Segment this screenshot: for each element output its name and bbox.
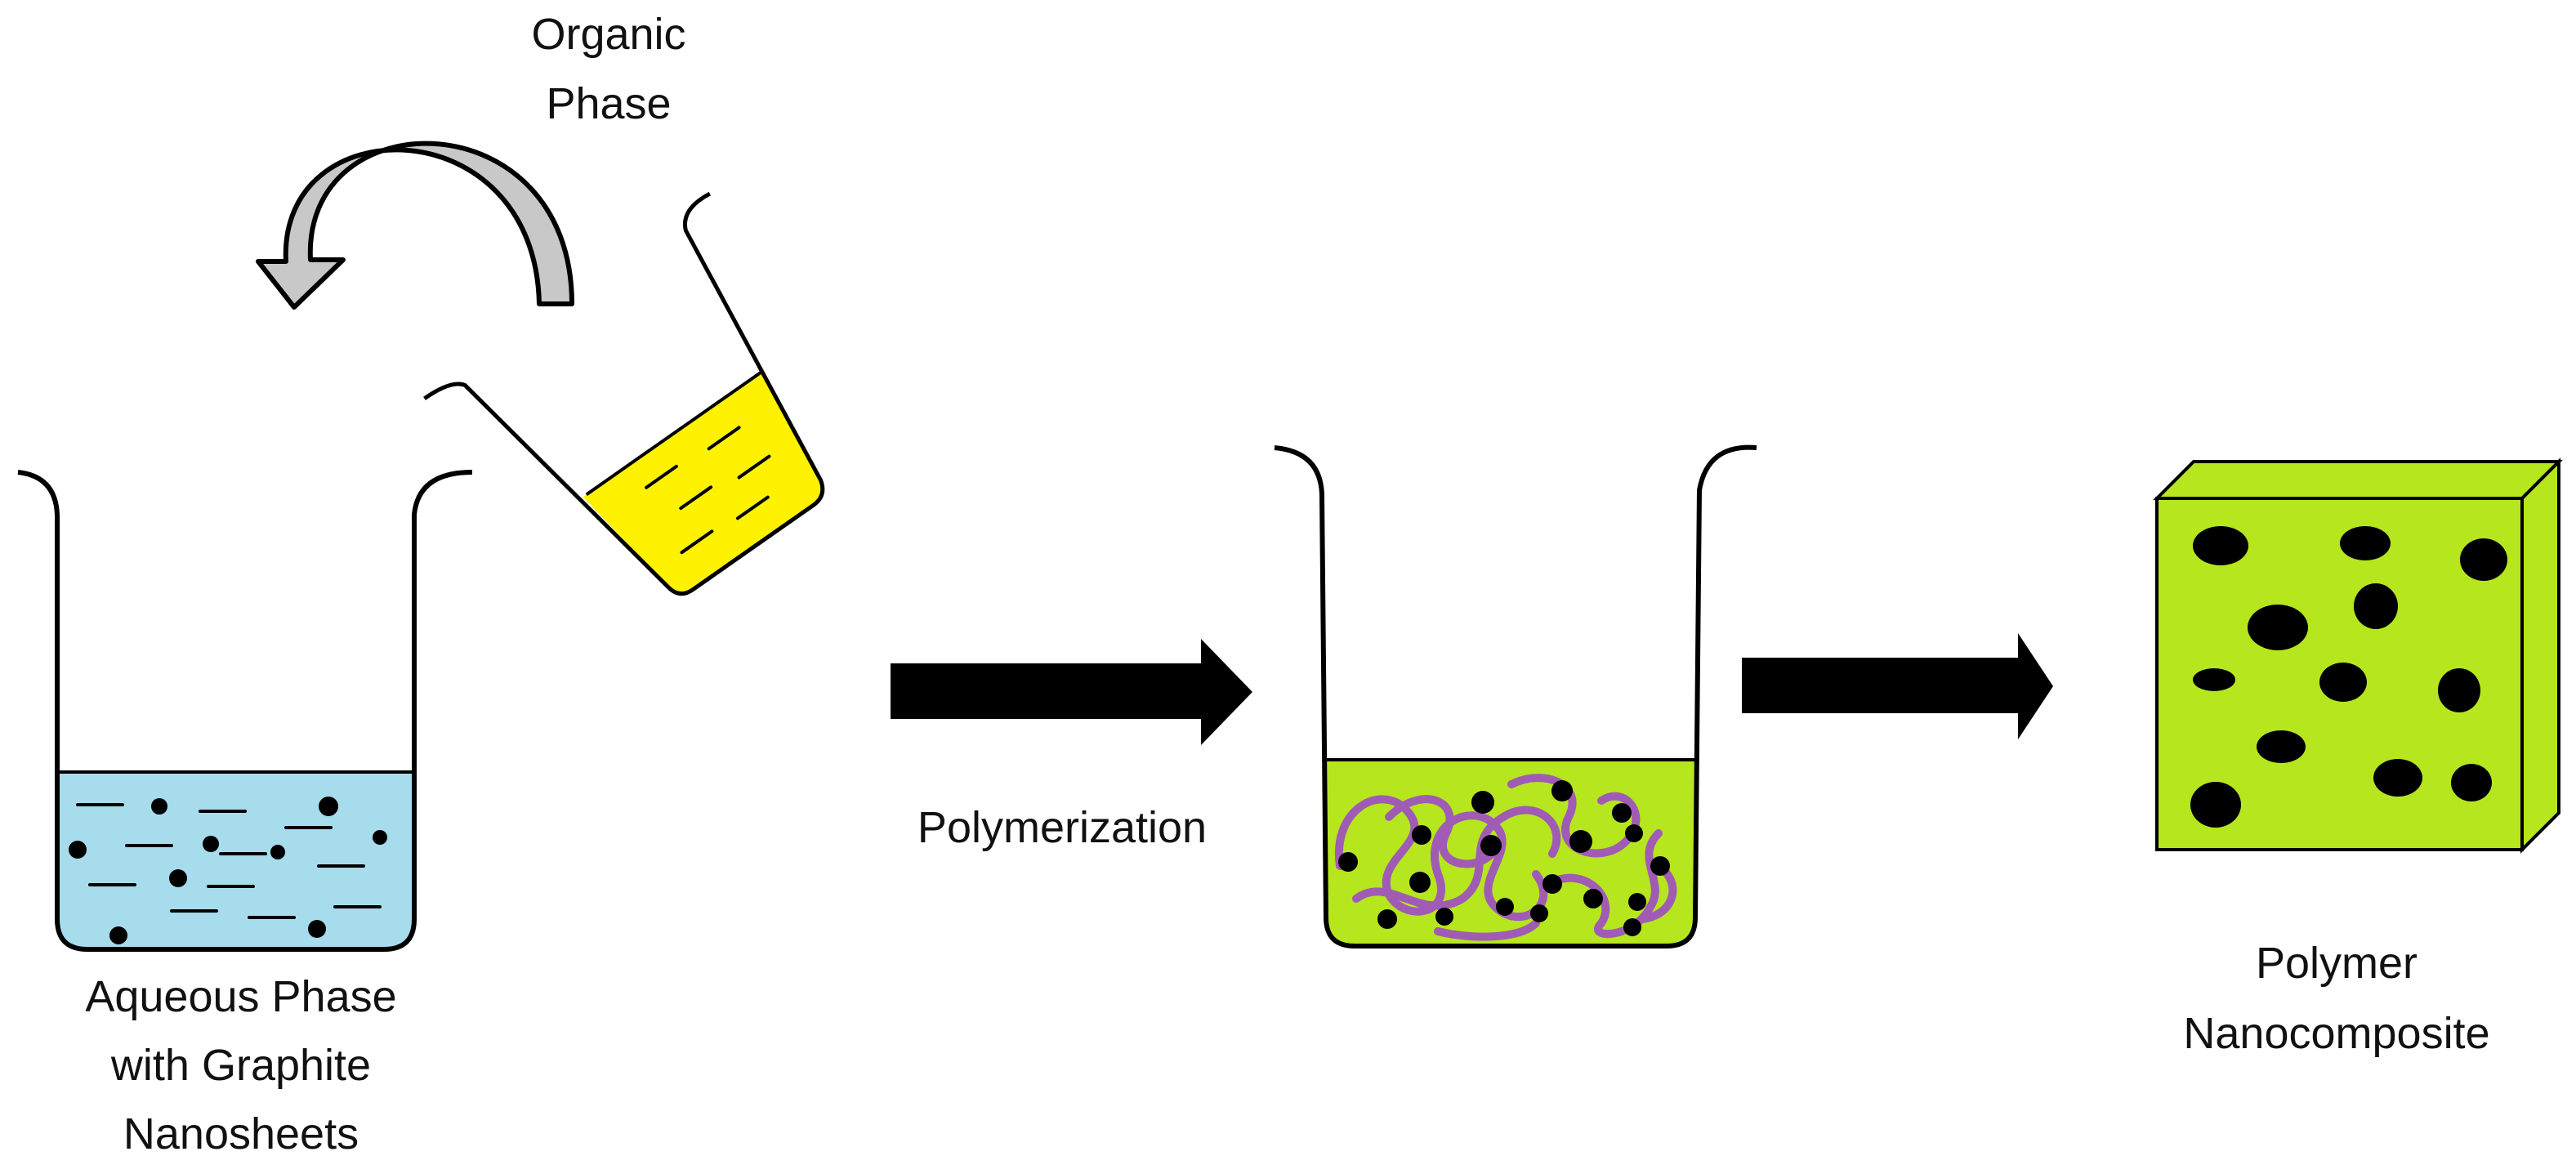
pouring-beaker-outline — [423, 191, 825, 596]
process-arrow-2 — [1742, 633, 2053, 739]
nanoparticles — [1338, 780, 1670, 936]
aqueous-beaker-outline — [17, 470, 473, 952]
svg-text:Nanosheets: Nanosheets — [123, 1109, 359, 1158]
svg-text:Aqueous Phase: Aqueous Phase — [85, 972, 396, 1021]
aqueous-phase-label: Aqueous Phase with Graphite Nanosheets — [85, 972, 396, 1158]
polymerization-label: Polymerization — [917, 803, 1207, 852]
graphite-nanosheets — [76, 803, 382, 919]
polymerization-beaker — [1274, 444, 1757, 949]
svg-text:with Graphite: with Graphite — [110, 1041, 371, 1090]
graphite-particles — [69, 797, 387, 944]
svg-text:Phase: Phase — [546, 79, 671, 128]
block-side-face — [2520, 458, 2560, 854]
aqueous-liquid — [57, 772, 414, 949]
organic-phase-label: Organic Phase — [531, 10, 685, 128]
embedded-nanoparticles — [2190, 526, 2507, 828]
organic-liquid — [583, 370, 823, 594]
aqueous-beaker — [17, 470, 473, 952]
block-top-face — [2153, 460, 2563, 500]
pouring-arrow — [256, 141, 574, 310]
process-arrow-1 — [891, 639, 1252, 745]
polymer-nanocomposite-label: Polymer Nanocomposite — [2183, 939, 2489, 1058]
svg-text:Organic: Organic — [531, 10, 685, 59]
nanocomposite-block — [2153, 458, 2563, 854]
organic-dashes — [645, 426, 771, 555]
pouring-beaker — [423, 191, 825, 596]
svg-text:Nanocomposite: Nanocomposite — [2183, 1009, 2489, 1058]
svg-text:Polymer: Polymer — [2256, 939, 2418, 988]
polymerization-beaker-outline — [1274, 444, 1757, 949]
